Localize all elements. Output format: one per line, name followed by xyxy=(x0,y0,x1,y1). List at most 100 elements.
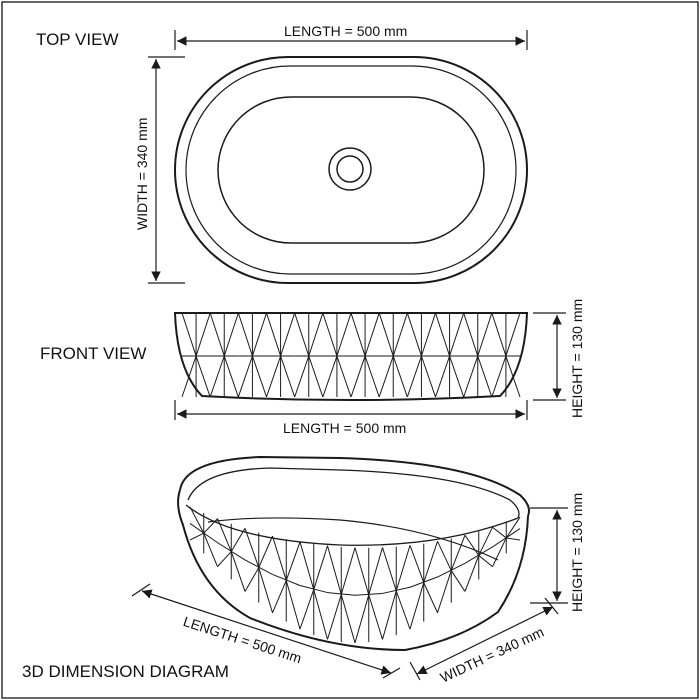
iso-length-dimension xyxy=(131,583,401,679)
facet-line xyxy=(491,312,507,357)
facet-line xyxy=(336,312,352,357)
facet-line xyxy=(244,528,260,568)
facet-line xyxy=(364,312,380,357)
facet-line xyxy=(395,545,411,592)
facet-line xyxy=(435,355,451,398)
facet-line xyxy=(327,594,342,640)
facet-line xyxy=(294,355,310,398)
facet-line xyxy=(313,589,328,640)
facet-line xyxy=(272,535,287,581)
facet-line xyxy=(378,312,394,357)
iso-height-label: HEIGHT = 130 mm xyxy=(569,492,585,612)
facet-line xyxy=(409,576,438,588)
top-view-title: TOP VIEW xyxy=(36,30,119,49)
facet-line xyxy=(272,580,287,613)
front-length-label: LENGTH = 500 mm xyxy=(283,420,407,436)
facet-line xyxy=(181,312,197,357)
facet-line xyxy=(382,590,397,640)
iso-basin-floor xyxy=(207,517,499,561)
facet-line xyxy=(189,532,204,541)
facet-line xyxy=(244,559,273,575)
facet-line xyxy=(266,355,282,398)
facet-line xyxy=(294,312,310,357)
facet-line xyxy=(258,535,273,568)
facet-line xyxy=(449,312,465,357)
facet-line xyxy=(464,534,480,556)
facet-line xyxy=(272,573,301,586)
top-width-label: WIDTH = 340 mm xyxy=(134,117,150,230)
facet-line xyxy=(392,355,408,398)
facet-line xyxy=(266,312,282,357)
facet-line xyxy=(203,533,218,567)
facet-line xyxy=(340,594,356,644)
facet-line xyxy=(423,541,438,583)
facet-line xyxy=(217,518,232,552)
facet-line xyxy=(299,541,315,590)
facet-line xyxy=(251,312,267,357)
facet-line xyxy=(350,312,366,357)
facet-line xyxy=(450,535,466,571)
top-view-basin xyxy=(217,96,485,244)
facet-line xyxy=(378,355,394,398)
facet-line xyxy=(244,567,260,592)
facet-line xyxy=(308,355,324,398)
facet-line xyxy=(223,312,239,357)
facet-line xyxy=(313,545,328,590)
facet-line xyxy=(364,355,380,398)
facet-line xyxy=(492,528,521,548)
facet-line xyxy=(237,355,253,398)
facet-line xyxy=(209,312,225,357)
facet-line xyxy=(506,537,521,541)
facet-line xyxy=(409,582,425,630)
top-view-drawing xyxy=(174,56,528,284)
iso-inner-rim xyxy=(187,467,520,519)
facet-line xyxy=(392,312,408,357)
facet-line xyxy=(505,516,521,539)
facet-line xyxy=(420,355,436,398)
facet-line xyxy=(181,355,197,398)
facet-line xyxy=(203,518,218,534)
facet-line xyxy=(435,312,451,357)
facet-line xyxy=(327,545,342,595)
top-width-dimension xyxy=(148,56,185,284)
facet-line xyxy=(505,355,521,398)
facet-line xyxy=(340,547,356,595)
facet-line xyxy=(223,355,239,398)
facet-line xyxy=(354,594,370,644)
facet-line xyxy=(350,355,366,398)
drain-inner xyxy=(336,155,364,183)
facet-line xyxy=(189,523,218,544)
iso-outer-body xyxy=(177,489,529,652)
facet-line xyxy=(285,541,301,581)
facet-line xyxy=(230,551,246,592)
facet-line xyxy=(368,594,383,640)
iso-view-drawing xyxy=(177,455,530,652)
iso-front-wall-top xyxy=(185,504,519,546)
facet-line xyxy=(477,312,493,357)
facet-line xyxy=(478,526,493,556)
facet-line xyxy=(322,312,338,357)
front-length-dimension xyxy=(174,400,528,420)
facet-line xyxy=(406,312,422,357)
front-view-title: FRONT VIEW xyxy=(40,344,147,363)
iso-height-dimension xyxy=(530,507,568,604)
iso-width-dimension xyxy=(409,597,559,681)
facet-line xyxy=(299,589,315,630)
facet-line xyxy=(491,355,507,398)
facet-line xyxy=(437,570,452,613)
top-view-inner-rim xyxy=(185,65,517,275)
facet-line xyxy=(477,355,493,398)
facet-line xyxy=(368,547,383,596)
facet-line xyxy=(449,355,465,398)
facet-line xyxy=(463,355,479,398)
facet-line xyxy=(492,537,507,567)
facet-line xyxy=(464,555,480,592)
facet-line xyxy=(322,355,338,398)
front-view-drawing xyxy=(173,312,529,401)
facet-line xyxy=(505,312,521,357)
facet-line xyxy=(237,312,253,357)
front-height-label: HEIGHT = 130 mm xyxy=(569,298,585,418)
drain-outer xyxy=(328,147,372,191)
facet-line xyxy=(464,546,493,564)
